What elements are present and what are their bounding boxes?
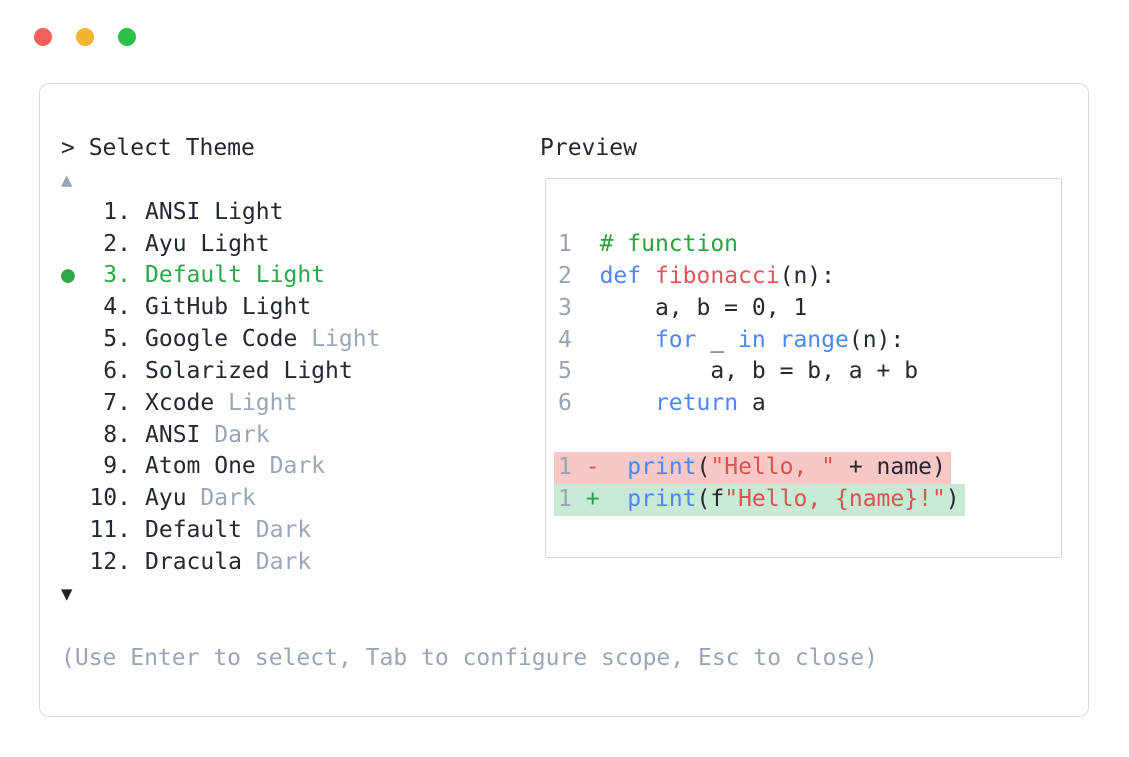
theme-number: 9.	[103, 453, 131, 480]
selected-indicator-dot	[61, 197, 89, 229]
minimize-button[interactable]	[76, 28, 94, 46]
theme-number: 10.	[89, 485, 131, 512]
theme-name: ANSI Dark	[145, 421, 270, 448]
code-line: 1 # function	[558, 231, 739, 257]
theme-option-6[interactable]: 6. Solarized Light	[61, 356, 878, 388]
theme-option-5[interactable]: 5. Google Code Light	[61, 324, 878, 356]
selected-indicator-dot	[61, 356, 89, 388]
theme-name: Default Light	[145, 262, 326, 289]
theme-number: 7.	[103, 389, 131, 416]
code-sample: 1 # function 2 def fibonacci(n): 3 a, b = …	[554, 229, 965, 516]
theme-variant-dim: Dark	[255, 517, 312, 544]
selected-indicator-dot	[61, 388, 89, 420]
spacer-row	[61, 611, 878, 643]
selected-indicator-dot	[61, 483, 89, 515]
theme-option-10[interactable]: 10. Ayu Dark	[61, 483, 878, 515]
theme-variant-dim: Dark	[214, 421, 270, 448]
scroll-down-indicator[interactable]: ▼	[61, 582, 73, 605]
theme-name: Ayu Light	[145, 230, 270, 257]
theme-number: 8.	[103, 421, 131, 448]
theme-name: Atom One Dark	[145, 453, 326, 480]
theme-option-12[interactable]: 12. Dracula Dark	[61, 547, 878, 579]
theme-option-4[interactable]: 4. GitHub Light	[61, 292, 878, 324]
theme-number: 6.	[103, 357, 131, 384]
diff-added-line: 1 + print(f"Hello, {name}!")	[554, 483, 965, 516]
theme-variant-dim: Light	[311, 326, 381, 353]
selected-indicator-dot	[61, 515, 89, 547]
theme-picker-dialog: > Select Theme ▲ 1. ANSI Light 2. Ayu Light…	[39, 83, 1089, 717]
theme-name: Solarized Light	[145, 357, 353, 384]
theme-number: 11.	[89, 517, 131, 544]
theme-option-2[interactable]: 2. Ayu Light	[61, 229, 878, 261]
theme-name: Google Code Light	[145, 326, 381, 353]
theme-variant-dim: Dark	[269, 453, 326, 480]
theme-number: 1.	[103, 198, 131, 225]
code-line: 6 return a	[558, 390, 766, 417]
theme-name: Ayu Dark	[145, 485, 256, 512]
theme-name: ANSI Light	[145, 198, 284, 225]
scroll-up-indicator[interactable]: ▲	[61, 168, 73, 191]
theme-variant-dim: Light	[228, 389, 298, 416]
theme-variant-dim: Dark	[200, 485, 256, 512]
theme-number: 2.	[103, 230, 131, 257]
help-text: (Use Enter to select, Tab to configure s…	[61, 644, 878, 671]
selected-indicator-dot	[61, 292, 89, 324]
theme-number: 4.	[103, 294, 131, 321]
preview-heading: Preview	[540, 135, 637, 161]
diff-removed-line: 1 - print("Hello, " + name)	[554, 451, 965, 484]
zoom-button[interactable]	[118, 28, 136, 46]
theme-list: 1. ANSI Light 2. Ayu Light ● 3. Default Light 4…	[61, 197, 878, 579]
theme-option-1[interactable]: 1. ANSI Light	[61, 197, 878, 229]
theme-name: Dracula Dark	[145, 548, 312, 575]
code-line: 3 a, b = 0, 1	[558, 294, 808, 321]
theme-number: 3.	[103, 262, 131, 289]
dialog-prompt: > Select Theme	[61, 135, 255, 161]
selected-indicator-dot	[61, 547, 89, 579]
close-button[interactable]	[34, 28, 52, 46]
theme-variant-dim: Dark	[255, 548, 312, 575]
selected-indicator-dot	[61, 420, 89, 452]
theme-name: Default Dark	[145, 517, 312, 544]
window-controls	[34, 28, 136, 46]
theme-name: Xcode Light	[145, 389, 298, 416]
theme-option-3[interactable]: ● 3. Default Light	[61, 260, 878, 292]
theme-option-7[interactable]: 7. Xcode Light	[61, 388, 878, 420]
diff-highlight: 1 + print(f"Hello, {name}!")	[554, 483, 965, 516]
code-line: 2 def fibonacci(n):	[558, 262, 835, 289]
diff-highlight: 1 - print("Hello, " + name)	[554, 451, 951, 484]
selected-indicator-dot	[61, 324, 89, 356]
theme-name: GitHub Light	[145, 294, 312, 321]
preview-pane: 1 # function 2 def fibonacci(n): 3 a, b = …	[545, 178, 1062, 558]
theme-option-11[interactable]: 11. Default Dark	[61, 515, 878, 547]
theme-option-8[interactable]: 8. ANSI Dark	[61, 420, 878, 452]
selected-indicator-dot	[61, 451, 89, 483]
blank-line	[558, 420, 965, 452]
selected-indicator-dot: ●	[61, 262, 75, 289]
theme-list-column: > Select Theme ▲ 1. ANSI Light 2. Ayu Light…	[61, 133, 878, 674]
selected-indicator-dot	[61, 229, 89, 261]
code-line: 4 for _ in range(n):	[558, 326, 905, 353]
theme-number: 12.	[89, 548, 131, 575]
theme-number: 5.	[103, 326, 131, 353]
theme-option-9[interactable]: 9. Atom One Dark	[61, 451, 878, 483]
code-line: 5 a, b = b, a + b	[558, 358, 919, 385]
